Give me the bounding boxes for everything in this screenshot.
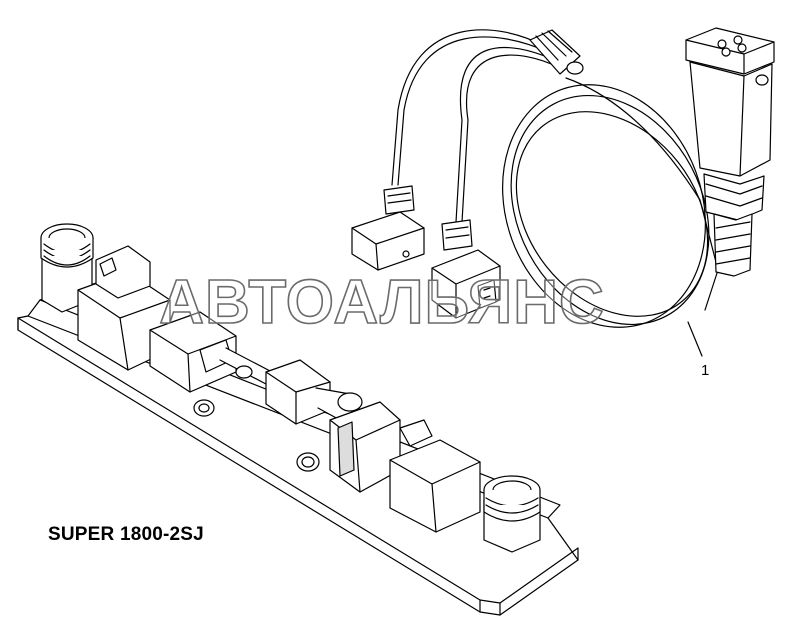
model-label: SUPER 1800-2SJ: [48, 524, 204, 545]
left-valve-block: [77, 245, 171, 371]
middle-valve-group: [149, 311, 363, 425]
left-port-fitting: [40, 223, 94, 313]
right-port-fitting: [483, 475, 541, 553]
main-multipin-connector: [685, 27, 775, 277]
right-solenoid-connector: [431, 219, 501, 319]
cable-harness: [391, 29, 719, 328]
left-solenoid-connector: [351, 185, 425, 271]
callout-number-1: 1: [701, 362, 710, 379]
right-valve-block: [296, 401, 481, 533]
cable-junction-boot: [529, 29, 584, 75]
callout-leader-1: [687, 321, 703, 357]
